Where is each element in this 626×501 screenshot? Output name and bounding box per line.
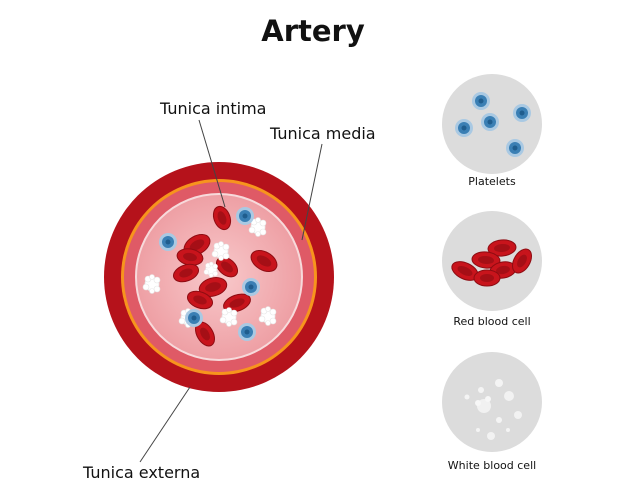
legend-platelets-caption: Platelets xyxy=(468,175,516,188)
tunica-media-leader xyxy=(301,143,323,241)
tunica-intima-label: Tunica intima xyxy=(160,99,267,118)
legend-platelets xyxy=(442,74,542,174)
legend-rbc-caption: Red blood cell xyxy=(453,315,531,328)
legend-wbc-circle xyxy=(442,352,542,452)
tunica-externa-label: Tunica externa xyxy=(83,463,201,482)
legend-white-blood-cell xyxy=(442,352,542,452)
leader-lines xyxy=(139,119,323,463)
artery-cross-section xyxy=(104,162,334,392)
red-blood-cells xyxy=(172,205,278,347)
legend-wbc-caption: White blood cell xyxy=(447,459,537,472)
tunica-intima-leader xyxy=(198,119,226,208)
legend-red-blood-cell xyxy=(442,211,542,311)
tunica-externa-leader xyxy=(139,386,191,463)
diagram-title: Artery xyxy=(261,14,365,48)
tunica-media-label: Tunica media xyxy=(270,124,376,143)
